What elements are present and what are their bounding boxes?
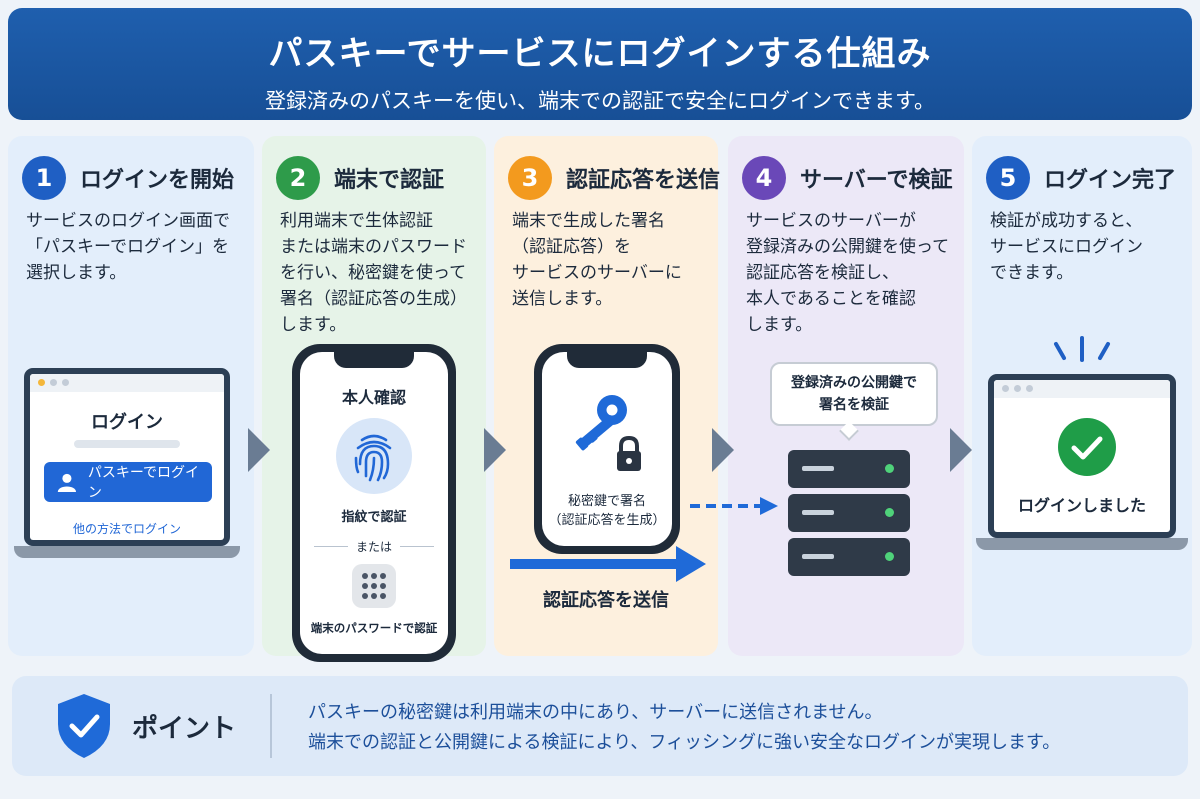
server-slot: [802, 554, 834, 559]
divider-line: [314, 546, 348, 547]
server-slot: [802, 466, 834, 471]
step-header-3: 3 認証応答を送信: [508, 156, 720, 200]
step-title-2: 端末で認証: [334, 168, 445, 193]
server-led-icon: [885, 552, 894, 561]
step-title-3: 認証応答を送信: [566, 168, 721, 193]
step-description-4: サービスのサーバーが 登録済みの公開鍵を使って 認証応答を検証し、 本人であるこ…: [746, 211, 950, 335]
passkey-login-label: パスキーでログイン: [87, 465, 199, 501]
server-unit: [788, 538, 910, 576]
step-header-5: 5 ログイン完了: [986, 156, 1176, 200]
laptop-screen: ログインしました: [988, 374, 1176, 538]
chevron-right-icon: [484, 428, 506, 472]
page-title: パスキーでサービスにログインする仕組み: [268, 34, 932, 74]
phone-notch: [567, 352, 647, 368]
step-header-1: 1 ログインを開始: [22, 156, 234, 200]
key-lock-icon: [575, 395, 641, 471]
send-label: 認証応答を送信: [543, 590, 669, 611]
login-complete-label: ログインしました: [1017, 496, 1146, 515]
or-label: または: [356, 540, 393, 554]
chevron-right-icon: [712, 428, 734, 472]
step-description-1: サービスのログイン画面で 「パスキーでログイン」を 選択します。: [26, 211, 230, 283]
auth-phone-screen: 本人確認 指紋で認証 または: [300, 352, 448, 654]
success-check-icon: [1058, 418, 1116, 476]
step-title-4: サーバーで検証: [800, 168, 953, 193]
fingerprint-icon: [354, 434, 392, 482]
send-arrow-icon: [510, 546, 706, 582]
chevron-right-icon: [950, 428, 972, 472]
server-slot: [802, 510, 834, 515]
window-dot-icon: [50, 379, 57, 386]
laptop-screen: ログイン パスキーでログイン 他の方法でログイン: [24, 368, 230, 546]
step-number-3: 3: [508, 156, 552, 200]
step-description-3: 端末で生成した署名 （認証応答）を サービスのサーバーに 送信します。: [512, 211, 682, 309]
login-page: ログイン パスキーでログイン 他の方法でログイン: [30, 374, 224, 540]
other-login-link[interactable]: 他の方法でログイン: [72, 522, 181, 536]
dashed-arrow-icon: [690, 497, 778, 515]
login-title: ログイン: [91, 412, 163, 433]
step-number-2: 2: [276, 156, 320, 200]
sign-phone: 秘密鍵で署名 （認証応答を生成）: [534, 344, 680, 554]
key-icon: [575, 395, 627, 451]
passcode-button[interactable]: [352, 564, 396, 608]
step-number-4: 4: [742, 156, 786, 200]
divider-line: [400, 546, 435, 547]
success-page: ログインしました: [994, 380, 1170, 532]
sign-phone-screen: 秘密鍵で署名 （認証応答を生成）: [542, 352, 672, 546]
chevron-right-icon: [248, 428, 270, 472]
auth-phone: 本人確認 指紋で認証 または: [292, 344, 456, 662]
server-unit: [788, 450, 910, 488]
laptop-base: [14, 546, 240, 558]
window-dot-icon: [1026, 385, 1033, 392]
checkmark-icon: [1071, 436, 1103, 460]
laptop-base: [976, 538, 1188, 550]
point-box: ポイント パスキーの秘密鍵は利用端末の中にあり、サーバーに送信されません。 端末…: [12, 676, 1188, 776]
shield-check-icon: [58, 694, 110, 758]
server-unit: [788, 494, 910, 532]
sparkle-icon: [1054, 336, 1110, 362]
point-text: パスキーの秘密鍵は利用端末の中にあり、サーバーに送信されません。 端末での認証と…: [308, 702, 1061, 753]
login-divider: [74, 440, 180, 448]
success-laptop: ログインしました: [976, 374, 1188, 550]
step-number-1: 1: [22, 156, 66, 200]
step-title-5: ログイン完了: [1044, 168, 1177, 193]
user-icon: [57, 473, 77, 493]
or-divider: または: [314, 538, 435, 555]
server-led-icon: [885, 464, 894, 473]
page-subtitle: 登録済みのパスキーを使い、端末での認証で安全にログインできます。: [265, 89, 935, 113]
server-led-icon: [885, 508, 894, 517]
window-dot-icon: [1014, 385, 1021, 392]
step-title-1: ログインを開始: [80, 168, 235, 193]
passkey-login-button[interactable]: パスキーでログイン: [44, 462, 212, 502]
phone-notch: [334, 352, 414, 368]
fingerprint-label: 指紋で認証: [341, 510, 407, 525]
header-banner: パスキーでサービスにログインする仕組み 登録済みのパスキーを使い、端末での認証で…: [8, 8, 1192, 120]
window-dot-icon: [38, 379, 45, 386]
step-number-5: 5: [986, 156, 1030, 200]
fingerprint-button[interactable]: [336, 418, 412, 494]
lock-icon: [617, 435, 641, 471]
step-header-2: 2 端末で認証: [276, 156, 444, 200]
identity-check-title: 本人確認: [341, 388, 406, 407]
sign-label: 秘密鍵で署名 （認証応答を生成）: [548, 494, 666, 528]
login-laptop: ログイン パスキーでログイン 他の方法でログイン: [14, 368, 240, 558]
window-dot-icon: [1002, 385, 1009, 392]
step-header-4: 4 サーバーで検証: [742, 156, 952, 200]
point-title: ポイント: [132, 714, 237, 744]
verify-speech-bubble: 登録済みの公開鍵で 署名を検証: [770, 362, 938, 426]
keypad-icon: [362, 573, 386, 599]
step-description-2: 利用端末で生体認証 または端末のパスワード を行い、秘密鍵を使って 署名（認証応…: [280, 211, 467, 335]
window-dot-icon: [62, 379, 69, 386]
point-divider: [270, 694, 272, 758]
step-description-5: 検証が成功すると、 サービスにログイン できます。: [990, 211, 1143, 283]
passcode-label: 端末のパスワードで認証: [310, 621, 438, 635]
window-titlebar: [994, 380, 1170, 398]
window-titlebar: [30, 374, 224, 392]
